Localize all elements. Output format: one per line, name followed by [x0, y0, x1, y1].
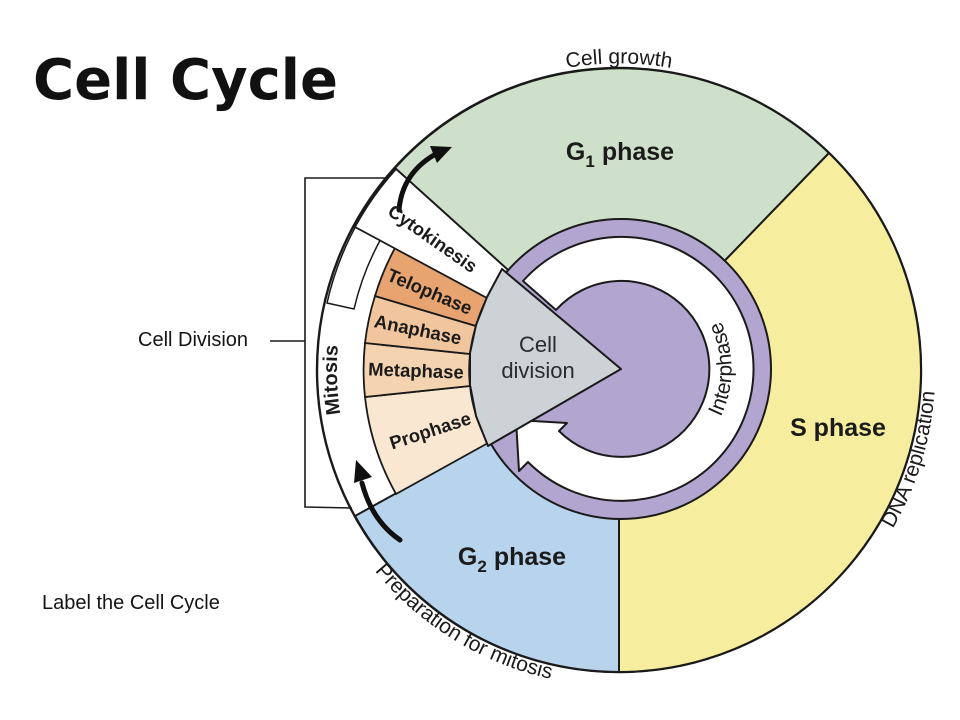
- cell-division-center-line1: Cell: [519, 332, 557, 357]
- slide-title: Cell Cycle: [33, 48, 338, 113]
- bracket: [304, 177, 387, 509]
- m-to-g1-arrow-shaft: [396, 152, 437, 213]
- g2-to-m-arrow-head: [354, 460, 372, 483]
- g2-to-m-arrow-shaft: [359, 480, 403, 543]
- s-phase-sector: [618, 151, 922, 674]
- s-phase-label: S phase: [790, 414, 886, 442]
- metaphase-label: Metaphase: [368, 358, 464, 382]
- cycle-ring-arrow: [515, 235, 755, 502]
- cell-division-wedge: [469, 268, 622, 447]
- mitosis-label: Mitosis: [320, 344, 345, 416]
- instruction-label: Label the Cell Cycle: [42, 592, 220, 614]
- cell-division-side-label: Cell Division: [138, 329, 249, 351]
- cell-division-center-line2: division: [501, 358, 574, 383]
- m-to-g1-arrow-head: [430, 146, 452, 163]
